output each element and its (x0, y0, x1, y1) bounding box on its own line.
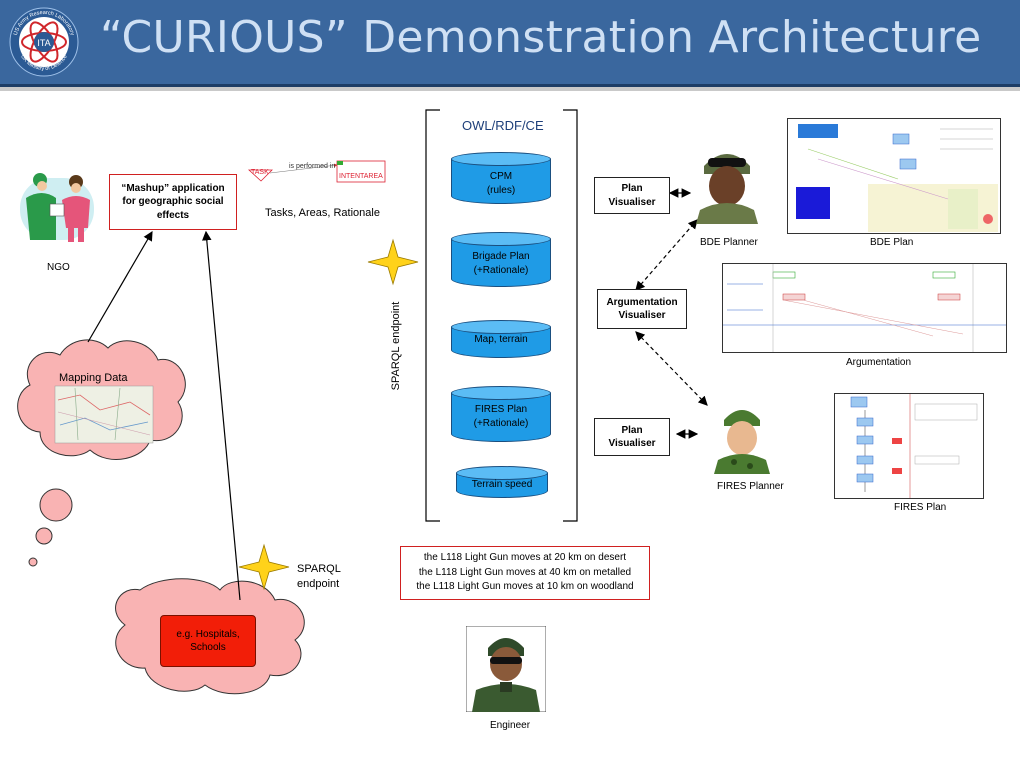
terrain-speed-store[interactable]: Terrain speed (456, 466, 548, 498)
plan-vis-bottom-line-1: Plan (621, 424, 643, 436)
mashup-application-box[interactable]: “Mashup” application for geographic soci… (109, 174, 237, 230)
plan-visualiser-top-box[interactable]: Plan Visualiser (594, 177, 670, 214)
brigade-plan-line-2: (+Rationale) (473, 264, 529, 276)
header-bar: ITA US Army Research Laboratory UK Minis… (0, 0, 1020, 87)
fires-planner-label: FIRES Planner (717, 481, 784, 492)
hospitals-line-1: e.g. Hospitals, (176, 628, 240, 640)
argumentation-label: Argumentation (846, 357, 912, 368)
terrain-facts-box: the L118 Light Gun moves at 20 km on des… (400, 546, 650, 600)
ngo-figures-icon (20, 173, 94, 242)
bde-plan-diagram (796, 123, 998, 232)
terrain-speed-line-1: Terrain speed (471, 479, 533, 490)
engineer-figure-icon (466, 626, 546, 712)
hospitals-line-2: Schools (190, 642, 226, 653)
mashup-line-1: “Mashup” application (121, 182, 225, 194)
sparql-line-2: endpoint (297, 578, 340, 591)
cpm-line-1: CPM (489, 171, 513, 182)
argumentation-diagram (723, 264, 1006, 352)
sparql-star-bottom-icon (238, 543, 290, 591)
plan-visualiser-bottom-box[interactable]: Plan Visualiser (594, 418, 670, 456)
ngo-label: NGO (47, 262, 70, 273)
fires-plan-line-2: (+Rationale) (473, 417, 529, 429)
argumentation-thumbnail[interactable] (722, 263, 1007, 353)
fires-plan-diagram (850, 394, 978, 498)
sparql-endpoint-vertical-label: SPARQL endpoint (390, 301, 402, 391)
mashup-line-2: for geographic social (122, 196, 224, 208)
bde-planner-figure-icon (696, 154, 758, 224)
fires-plan-label: FIRES Plan (894, 502, 947, 513)
mapping-data-label: Mapping Data (59, 372, 128, 384)
engineer-label: Engineer (490, 720, 531, 731)
sparql-line-1: SPARQL (297, 563, 341, 575)
bde-plan-label: BDE Plan (870, 237, 914, 248)
fact-line-2: the L118 Light Gun moves at 40 km on met… (418, 566, 632, 578)
fires-plan-line-1: FIRES Plan (474, 404, 528, 415)
page-title: “CURIOUS” Demonstration Architecture (100, 12, 982, 63)
sparql-star-top-icon (367, 238, 419, 286)
fires-planner-figure-icon (714, 410, 770, 474)
tasks-areas-rationale-label: Tasks, Areas, Rationale (265, 207, 380, 219)
map-image (54, 385, 154, 444)
fires-plan-store[interactable]: FIRES Plan (+Rationale) (451, 386, 551, 442)
cpm-store[interactable]: CPM (rules) (451, 152, 551, 204)
cpm-line-2: (rules) (486, 184, 516, 196)
mashup-line-3: effects (156, 209, 190, 221)
triple-store-bracket (425, 109, 578, 522)
fires-plan-thumbnail[interactable] (834, 393, 984, 499)
logo-text: ITA (37, 38, 50, 48)
task-annotation (247, 160, 386, 183)
brigade-plan-store[interactable]: Brigade Plan (+Rationale) (451, 232, 551, 287)
arg-vis-line-1: Argumentation (606, 296, 678, 308)
arg-vis-line-2: Visualiser (618, 310, 666, 321)
task-relation-label: is performed in (289, 163, 336, 170)
plan-vis-top-line-2: Visualiser (608, 196, 656, 208)
hospitals-schools-box[interactable]: e.g. Hospitals, Schools (160, 615, 256, 667)
brigade-plan-line-1: Brigade Plan (472, 251, 530, 262)
plan-vis-top-line-1: Plan (621, 183, 643, 194)
map-terrain-line-1: Map, terrain (474, 334, 528, 345)
argumentation-visualiser-box[interactable]: Argumentation Visualiser (597, 289, 687, 329)
intent-area-label: INTENTAREA (339, 173, 383, 180)
sparql-endpoint-bottom-label: SPARQL endpoint (297, 562, 341, 593)
bde-plan-thumbnail[interactable] (787, 118, 1001, 234)
fact-line-1: the L118 Light Gun moves at 20 km on des… (423, 552, 627, 564)
map-terrain-store[interactable]: Map, terrain (451, 320, 551, 358)
ita-logo-icon: ITA US Army Research Laboratory UK Minis… (9, 7, 79, 77)
owl-rdf-ce-label: OWL/RDF/CE (460, 118, 546, 133)
task-node-label: TASK (251, 169, 269, 176)
plan-vis-bottom-line-2: Visualiser (608, 438, 656, 449)
fact-line-3: the L118 Light Gun moves at 10 km on woo… (416, 581, 634, 593)
bde-planner-label: BDE Planner (700, 237, 758, 248)
